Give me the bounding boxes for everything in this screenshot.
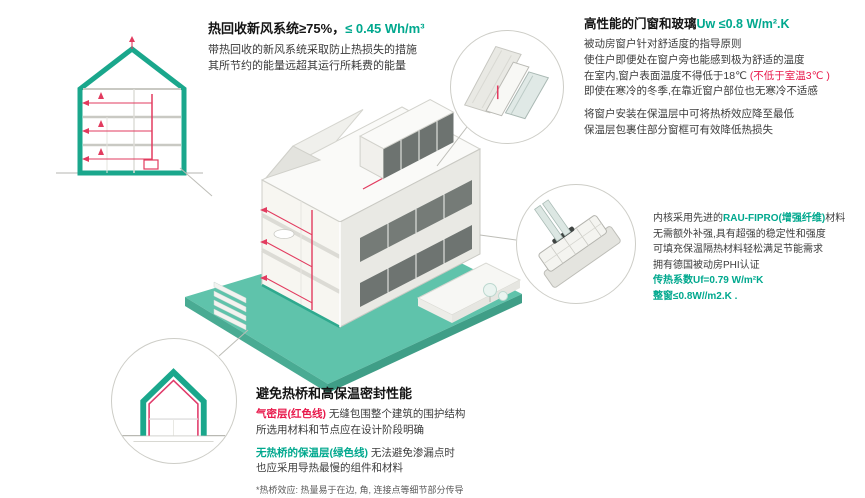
ventilation-lines [89, 41, 153, 167]
heat-recovery-title-black: 热回收新风系统≥75%， [208, 21, 346, 36]
thermal-line-1-red: 气密层(红色线) [256, 408, 326, 420]
windows-title: 高性能的门窗和玻璃Uw ≤0.8 W/m².K [584, 13, 862, 32]
profile-line-1-black: 内核采用先进的 [653, 213, 723, 224]
bathtub [273, 229, 295, 239]
duct-arrows [260, 207, 267, 281]
windows-body-line-3: 在室内,窗户表面温度不得低于18℃ (不低于室温3℃ ) [584, 69, 862, 85]
heat-recovery-title-green: ≤ 0.45 Wh/m³ [345, 21, 425, 36]
profile-line-2: 无需额外补强,具有超强的稳定性和强度 [653, 228, 826, 240]
house-cross-section-ventilation-illustration [56, 36, 203, 176]
ventilation-ducts [265, 209, 313, 310]
windows-line-3-red: (不低于室温3℃ ) [749, 69, 830, 82]
heat-recovery-title: 热回收新风系统≥75%，≤ 0.45 Wh/m³ [208, 18, 508, 37]
profile-line-1-black2: 材料 [825, 213, 846, 224]
windows-body-line-2: 使住户即便处在窗户旁也能感到极为舒适的温度 [584, 53, 805, 66]
thermal-line-2: 所选用材料和节点应在设计阶段明确 [256, 423, 424, 436]
airflow-arrows [82, 36, 135, 162]
thermal-bridge-section: 避免热桥和高保温密封性能 气密层(红色线) 无缝包围整个建筑的围护结构 所选用材… [256, 383, 576, 498]
windows-body-line-1: 被动房窗户针对舒适度的指导原则 [584, 38, 742, 50]
profile-line-1: 内核采用先进的RAU-FIPRO(增强纤维)材料 [653, 211, 865, 227]
thermal-line-4: 也应采用导热最慢的组件和材料 [256, 462, 403, 475]
windows-section: 高性能的门窗和玻璃Uw ≤0.8 W/m².K 被动房窗户针对舒适度的指导原则 … [584, 13, 862, 139]
thermal-line-3-green: 无热桥的保温层(绿色线) [256, 446, 368, 459]
profile-line-6: 整窗≤0.8W//m2.K . [653, 290, 738, 302]
heat-recovery-body-line-2: 其所节约的能量远超其运行所耗费的能量 [208, 59, 406, 72]
windows-title-green: Uw ≤0.8 W/m².K [696, 17, 790, 31]
thermal-line-1: 气密层(红色线) 无缝包围整个建筑的围护结构 [256, 407, 576, 423]
window-mullions [387, 194, 445, 293]
window-corner-detail-circle [450, 30, 564, 144]
profile-line-1-green: RAU-FIPRO(增强纤维) [723, 213, 826, 224]
window-corner-detail-icon [463, 45, 550, 120]
thermal-title: 避免热桥和高保温密封性能 [256, 386, 413, 401]
window-profile-circle [516, 184, 636, 304]
tree [483, 283, 497, 297]
windows-line-3-black: 在室内,窗户表面温度不得低于18℃ [584, 69, 750, 82]
windows-body-line-6: 保温层包裹住部分窗框可有效降低热损失 [584, 123, 773, 136]
house-insulation-outline-icon [121, 368, 226, 442]
thermal-line-3-black: 无法避免渗漏点时 [368, 446, 455, 459]
heat-recovery-unit [143, 159, 159, 170]
profile-line-5: 传热系数Uf=0.79 W/m²K [653, 275, 764, 286]
profile-line-3: 可填充保温隔热材料轻松满足节能需求 [653, 244, 823, 255]
profile-section: 内核采用先进的RAU-FIPRO(增强纤维)材料 无需额外补强,具有超强的稳定性… [653, 211, 865, 304]
isometric-house-cutaway-illustration [185, 99, 522, 393]
heat-recovery-body-line-1: 带热回收的新风系统采取防止热损失的措施 [208, 44, 417, 56]
profile-line-4: 拥有德国被动房PHI认证 [653, 259, 760, 271]
garden-steps [213, 281, 247, 331]
heat-recovery-section: 热回收新风系统≥75%，≤ 0.45 Wh/m³ 带热回收的新风系统采取防止热损… [208, 18, 508, 75]
thermal-line-1-black: 无缝包围整个建筑的围护结构 [326, 408, 466, 420]
tree [498, 291, 508, 301]
windows-body-line-4: 即使在寒冷的冬季,在靠近窗户部位也无寒冷不适感 [584, 85, 818, 98]
thermal-footnote: *热桥效应: 热量易于在边, 角, 连接点等细节部分传导 [256, 485, 464, 495]
window-frame-profile-icon [534, 199, 621, 288]
insulation-outline-circle [111, 338, 237, 464]
windows-body-line-5: 将窗户安装在保温层中可将热桥效应降至最低 [584, 108, 794, 120]
thermal-line-3: 无热桥的保温层(绿色线) 无法避免渗漏点时 [256, 446, 576, 462]
windows-title-black: 高性能的门窗和玻璃 [584, 17, 697, 31]
